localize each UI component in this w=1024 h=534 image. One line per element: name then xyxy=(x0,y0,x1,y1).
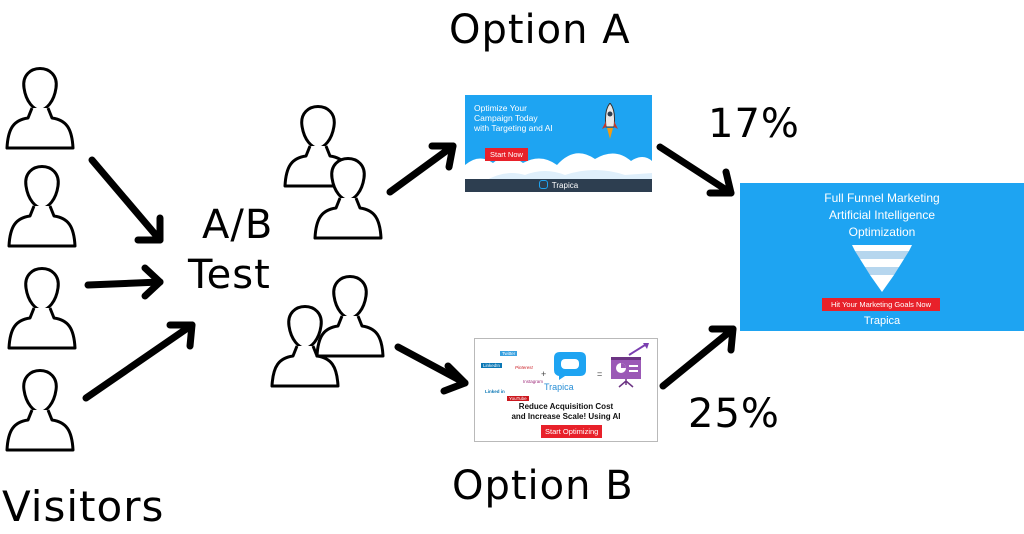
visitor-person-icon xyxy=(5,369,75,452)
ad-b-cta-button[interactable]: Start Optimizing xyxy=(541,425,603,438)
social-linkedin-2: Linked in xyxy=(485,389,505,394)
landing-cta-button[interactable]: Hit Your Marketing Goals Now xyxy=(822,298,940,311)
social-pinterest: Pinterest xyxy=(515,365,533,370)
arrow-visitor-1 xyxy=(88,156,164,244)
social-twitter: Twitter xyxy=(500,351,518,356)
chat-logo-icon xyxy=(538,180,548,189)
option-a-ad: Optimize Your Campaign Today with Target… xyxy=(465,95,652,192)
visitor-person-icon xyxy=(5,67,75,150)
visitors-label: Visitors xyxy=(2,482,165,531)
equals-sign: = xyxy=(597,369,603,379)
arrow-visitor-3 xyxy=(82,321,196,402)
social-linkedin: LinkedIn xyxy=(481,363,503,368)
ad-b-headline: Reduce Acquisition Cost and Increase Sca… xyxy=(511,402,621,421)
option-a-rate: 17% xyxy=(708,101,800,147)
ab-test-line1: A/B xyxy=(202,202,274,248)
option-b-label: Option B xyxy=(452,463,634,509)
ad-a-brand-footer: Trapica xyxy=(465,179,652,192)
arrow-to-option-a xyxy=(386,142,457,196)
landing-brand: Trapica xyxy=(863,315,901,327)
arrow-b-to-landing xyxy=(659,325,737,390)
ab-test-line2: Test xyxy=(188,252,271,298)
visitor-person-icon xyxy=(7,165,77,248)
arrow-a-to-landing xyxy=(656,143,735,197)
chat-logo-icon xyxy=(554,352,586,380)
rocket-icon xyxy=(602,103,618,139)
social-youtube: YouTube xyxy=(507,396,529,401)
landing-headline: Full Funnel Marketing Artificial Intelli… xyxy=(824,191,940,239)
ad-a-headline: Optimize Your Campaign Today with Target… xyxy=(474,103,553,133)
landing-page: Full Funnel Marketing Artificial Intelli… xyxy=(740,183,1024,331)
social-instagram: Instagram xyxy=(523,379,544,384)
arrow-visitor-2 xyxy=(84,264,164,300)
group-b-person-icon xyxy=(315,275,385,358)
presentation-icon xyxy=(611,343,649,388)
visitor-person-icon xyxy=(7,267,77,350)
ad-a-brand: Trapica xyxy=(551,181,579,190)
option-b-ad: Twitter LinkedIn Pinterest Instagram Lin… xyxy=(474,338,658,442)
option-b-rate: 25% xyxy=(688,391,780,437)
arrow-to-option-b xyxy=(394,343,469,395)
ad-b-brand: Trapica xyxy=(544,382,574,392)
funnel-icon xyxy=(852,245,912,292)
option-a-label: Option A xyxy=(449,7,631,53)
plus-sign: + xyxy=(541,369,547,379)
ad-a-cta-button[interactable]: Start Now xyxy=(485,148,528,161)
